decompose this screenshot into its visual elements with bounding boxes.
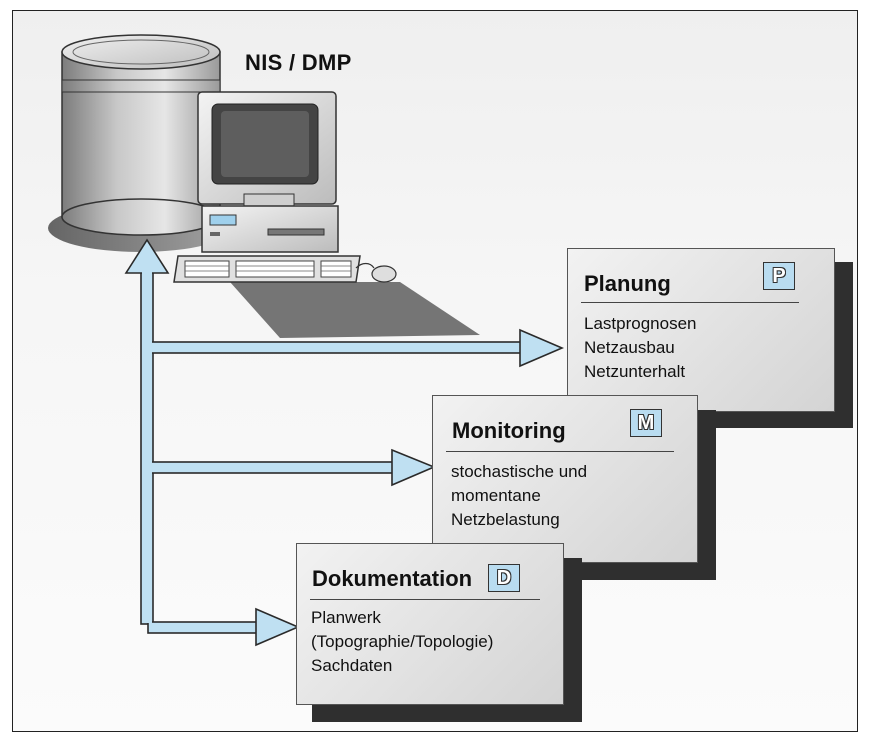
monitoring-divider bbox=[446, 451, 674, 452]
monitoring-items: stochastische und momentane Netzbelastun… bbox=[451, 460, 587, 532]
list-item: Planwerk bbox=[311, 608, 381, 627]
monitoring-badge: M bbox=[630, 409, 662, 437]
list-item: Netzausbau bbox=[584, 338, 675, 357]
dokumentation-box: Dokumentation D Planwerk (Topographie/To… bbox=[296, 543, 564, 705]
list-item: Lastprognosen bbox=[584, 314, 697, 333]
list-item: momentane bbox=[451, 486, 541, 505]
keyboard-icon bbox=[173, 255, 361, 283]
dokumentation-items: Planwerk (Topographie/Topologie) Sachdat… bbox=[311, 606, 493, 678]
planung-divider bbox=[581, 302, 799, 303]
list-item: (Topographie/Topologie) bbox=[311, 632, 494, 651]
planung-items: Lastprognosen Netzausbau Netzunterhalt bbox=[584, 312, 696, 384]
list-item: stochastische und bbox=[451, 462, 588, 481]
list-item: Netzunterhalt bbox=[584, 362, 686, 381]
planung-badge: P bbox=[763, 262, 795, 290]
desktop-computer-icon bbox=[197, 91, 480, 338]
dokumentation-divider bbox=[310, 599, 540, 600]
planung-box: Planung P Lastprognosen Netzausbau Netzu… bbox=[567, 248, 835, 412]
monitoring-title: Monitoring bbox=[452, 418, 566, 443]
system-title: NIS / DMP bbox=[245, 50, 352, 75]
planung-title: Planung bbox=[584, 271, 671, 296]
mouse-icon bbox=[355, 262, 397, 283]
dokumentation-title: Dokumentation bbox=[312, 566, 473, 591]
list-item: Sachdaten bbox=[311, 656, 393, 675]
dokumentation-badge: D bbox=[488, 564, 520, 592]
list-item: Netzbelastung bbox=[451, 510, 560, 529]
monitoring-box: Monitoring M stochastische und momentane… bbox=[432, 395, 698, 563]
